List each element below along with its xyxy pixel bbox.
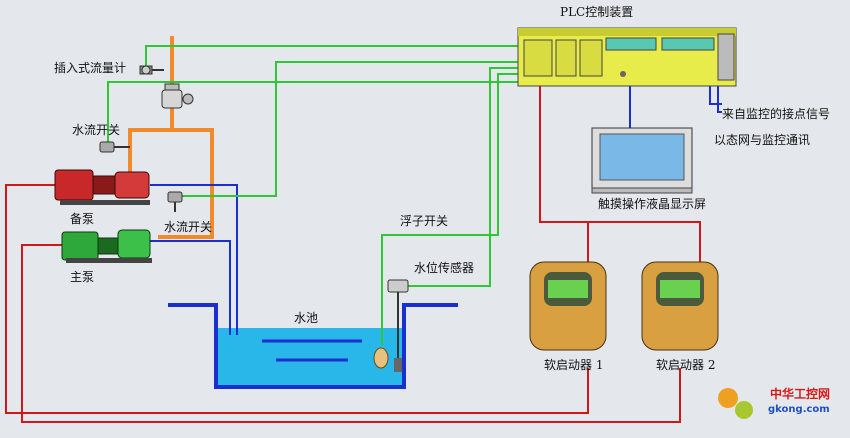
- remote-signal-label: 来自监控的接点信号: [722, 106, 830, 121]
- level-sensor-label: 水位传感器: [414, 260, 474, 275]
- main-pump-label: 主泵: [70, 270, 94, 284]
- soft-starter-2: [641, 261, 719, 351]
- touch-screen-display: [591, 127, 693, 194]
- insert-flowmeter-label: 插入式流量计: [54, 61, 126, 75]
- flow-switch-top: [99, 141, 130, 153]
- water-pool: [168, 303, 458, 389]
- level-sensor: [387, 279, 409, 372]
- soft-starter-1: [529, 261, 607, 351]
- flow-switch-mid-label: 水流开关: [164, 220, 212, 234]
- soft-starter-2-label: 软启动器 2: [656, 358, 715, 372]
- ethernet-label: 以态网与监控通讯: [714, 133, 810, 147]
- plc-controller: [517, 27, 737, 87]
- standby-pump: [54, 169, 150, 205]
- watermark-url: gkong.com: [768, 404, 830, 415]
- insertion-flowmeter: [139, 65, 164, 75]
- touch-screen-label: 触摸操作液晶显示屏: [598, 196, 706, 211]
- watermark-cn: 中华工控网: [770, 386, 830, 401]
- flow-switch-top-label: 水流开关: [72, 123, 120, 137]
- pool-label: 水池: [294, 311, 318, 325]
- watermark-logo: 中华工控网 gkong.com: [718, 386, 830, 419]
- signal-wiring-blue: [150, 84, 722, 335]
- plc-label: PLC控制装置: [560, 5, 633, 19]
- check-valve: [161, 83, 194, 109]
- main-pump: [61, 229, 152, 263]
- flow-switch-mid: [167, 191, 183, 212]
- soft-starter-1-label: 软启动器 1: [544, 358, 603, 372]
- float-switch-label: 浮子开关: [400, 214, 448, 228]
- float-switch: [373, 347, 389, 369]
- power-wiring: [5, 84, 701, 423]
- standby-pump-label: 备泵: [70, 212, 94, 226]
